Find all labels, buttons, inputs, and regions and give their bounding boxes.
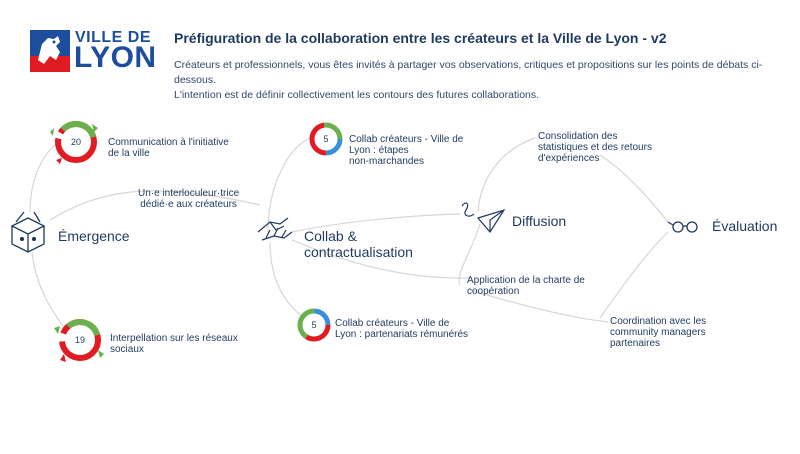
- topic-interlocuteur[interactable]: Un·e interloculeur·trice dédié·e aux cré…: [138, 188, 239, 210]
- topic-interlocuteur-line-2: dédié·e aux créateurs: [140, 199, 237, 210]
- topic-interpellation-line-2: sociaux: [110, 344, 144, 355]
- topic-coordination-line-3: partenaires: [610, 338, 661, 349]
- stage-emergence[interactable]: Émergence: [58, 228, 130, 244]
- connector-diffusion-consolidation: [477, 137, 536, 213]
- counter-ring-communication: [50, 121, 98, 164]
- connector-diffusion-bottom: [458, 223, 481, 286]
- topic-collab-nm-line-1: Collab créateurs - Ville de: [349, 134, 464, 145]
- page-title: Préfiguration de la collaboration entre …: [174, 30, 667, 46]
- lion-shield-icon: [30, 30, 70, 72]
- stage-evaluation[interactable]: Évaluation: [712, 218, 778, 234]
- connector-collab-diffusion: [291, 213, 461, 233]
- glasses-icon: [667, 221, 698, 233]
- ville-de-lyon-logo[interactable]: VILLE DE LYON: [30, 29, 156, 73]
- stage-collab-line-2: contractualisation: [304, 244, 413, 260]
- topic-collab-rem-line-1: Collab créateurs - Ville de: [335, 318, 450, 329]
- topic-collab-non-marchandes[interactable]: Collab créateurs - Ville de Lyon : étape…: [349, 134, 463, 167]
- connector-emergence-interlocuteur: [49, 190, 261, 221]
- topic-consolidation-line-2: statistiques et des retours: [538, 142, 652, 153]
- connector-collab-top: [267, 137, 311, 233]
- topic-communication-line-2: de la ville: [108, 148, 150, 159]
- topic-consolidation-line-3: d'expériences: [538, 153, 600, 164]
- topic-charte-line-2: coopération: [467, 286, 520, 297]
- stage-diffusion[interactable]: Diffusion: [512, 213, 567, 229]
- connector-consolidation-evaluation: [599, 154, 669, 223]
- topic-interlocuteur-line-1: Un·e interloculeur·trice: [138, 188, 240, 199]
- count-communication: 20: [70, 137, 81, 147]
- topic-interpellation[interactable]: Interpellation sur les réseaux sociaux: [110, 333, 290, 355]
- topic-consolidation-line-1: Consolidation des: [538, 131, 618, 142]
- stage-collab-line-1: Collab &: [304, 228, 357, 244]
- counter-ring-interpellation: [54, 319, 104, 362]
- topic-collab-nm-line-2: Lyon : étapes: [349, 145, 409, 156]
- counter-ring-collab-non-marchandes: [309, 122, 343, 156]
- topic-collab-remuneres[interactable]: Collab créateurs - Ville de Lyon : parte…: [335, 318, 468, 340]
- topic-communication-line-1: Communication à l'initiative: [108, 137, 229, 148]
- open-box-icon: [10, 211, 46, 253]
- topic-communication[interactable]: Communication à l'initiative de la ville: [108, 137, 288, 159]
- topic-coordination-line-1: Coordination avec les: [610, 316, 707, 327]
- page-intro: Créateurs et professionnels, vous êtes i…: [174, 58, 784, 103]
- counter-ring-collab-remuneres: [297, 308, 331, 342]
- count-collab-remuneres: 5: [311, 320, 317, 330]
- connector-evaluation-coordination: [599, 231, 669, 319]
- topic-collab-nm-line-3: non-marchandes: [349, 156, 425, 167]
- connector-charte-coordination: [469, 289, 609, 323]
- handshake-icon: [257, 217, 293, 241]
- connector-collab-bottom: [269, 241, 306, 319]
- topic-charte[interactable]: Application de la charte de coopération: [467, 275, 585, 297]
- intro-line-2: L'intention est de définir collectivemen…: [174, 89, 540, 101]
- connector-collab-charte: [291, 239, 471, 279]
- topic-charte-line-1: Application de la charte de: [467, 275, 585, 286]
- topic-consolidation[interactable]: Consolidation des statistiques et des re…: [538, 131, 652, 164]
- topic-interpellation-line-1: Interpellation sur les réseaux: [110, 333, 238, 344]
- count-interpellation: 19: [74, 335, 85, 345]
- stage-collab-contractualisation[interactable]: Collab & contractualisation: [304, 228, 413, 260]
- topic-collab-rem-line-2: Lyon : partenariats rémunérés: [335, 329, 469, 340]
- logo-text-main: LYON: [74, 41, 157, 74]
- paper-plane-icon: [461, 202, 506, 234]
- count-collab-non-marchandes: 5: [323, 134, 329, 144]
- topic-coordination[interactable]: Coordination avec les community managers…: [610, 316, 706, 349]
- connector-emergence-interpellation: [31, 251, 67, 331]
- topic-coordination-line-2: community managers: [610, 327, 706, 338]
- logo-text-top: VILLE DE: [75, 29, 152, 46]
- intro-line-1: Créateurs et professionnels, vous êtes i…: [174, 59, 763, 86]
